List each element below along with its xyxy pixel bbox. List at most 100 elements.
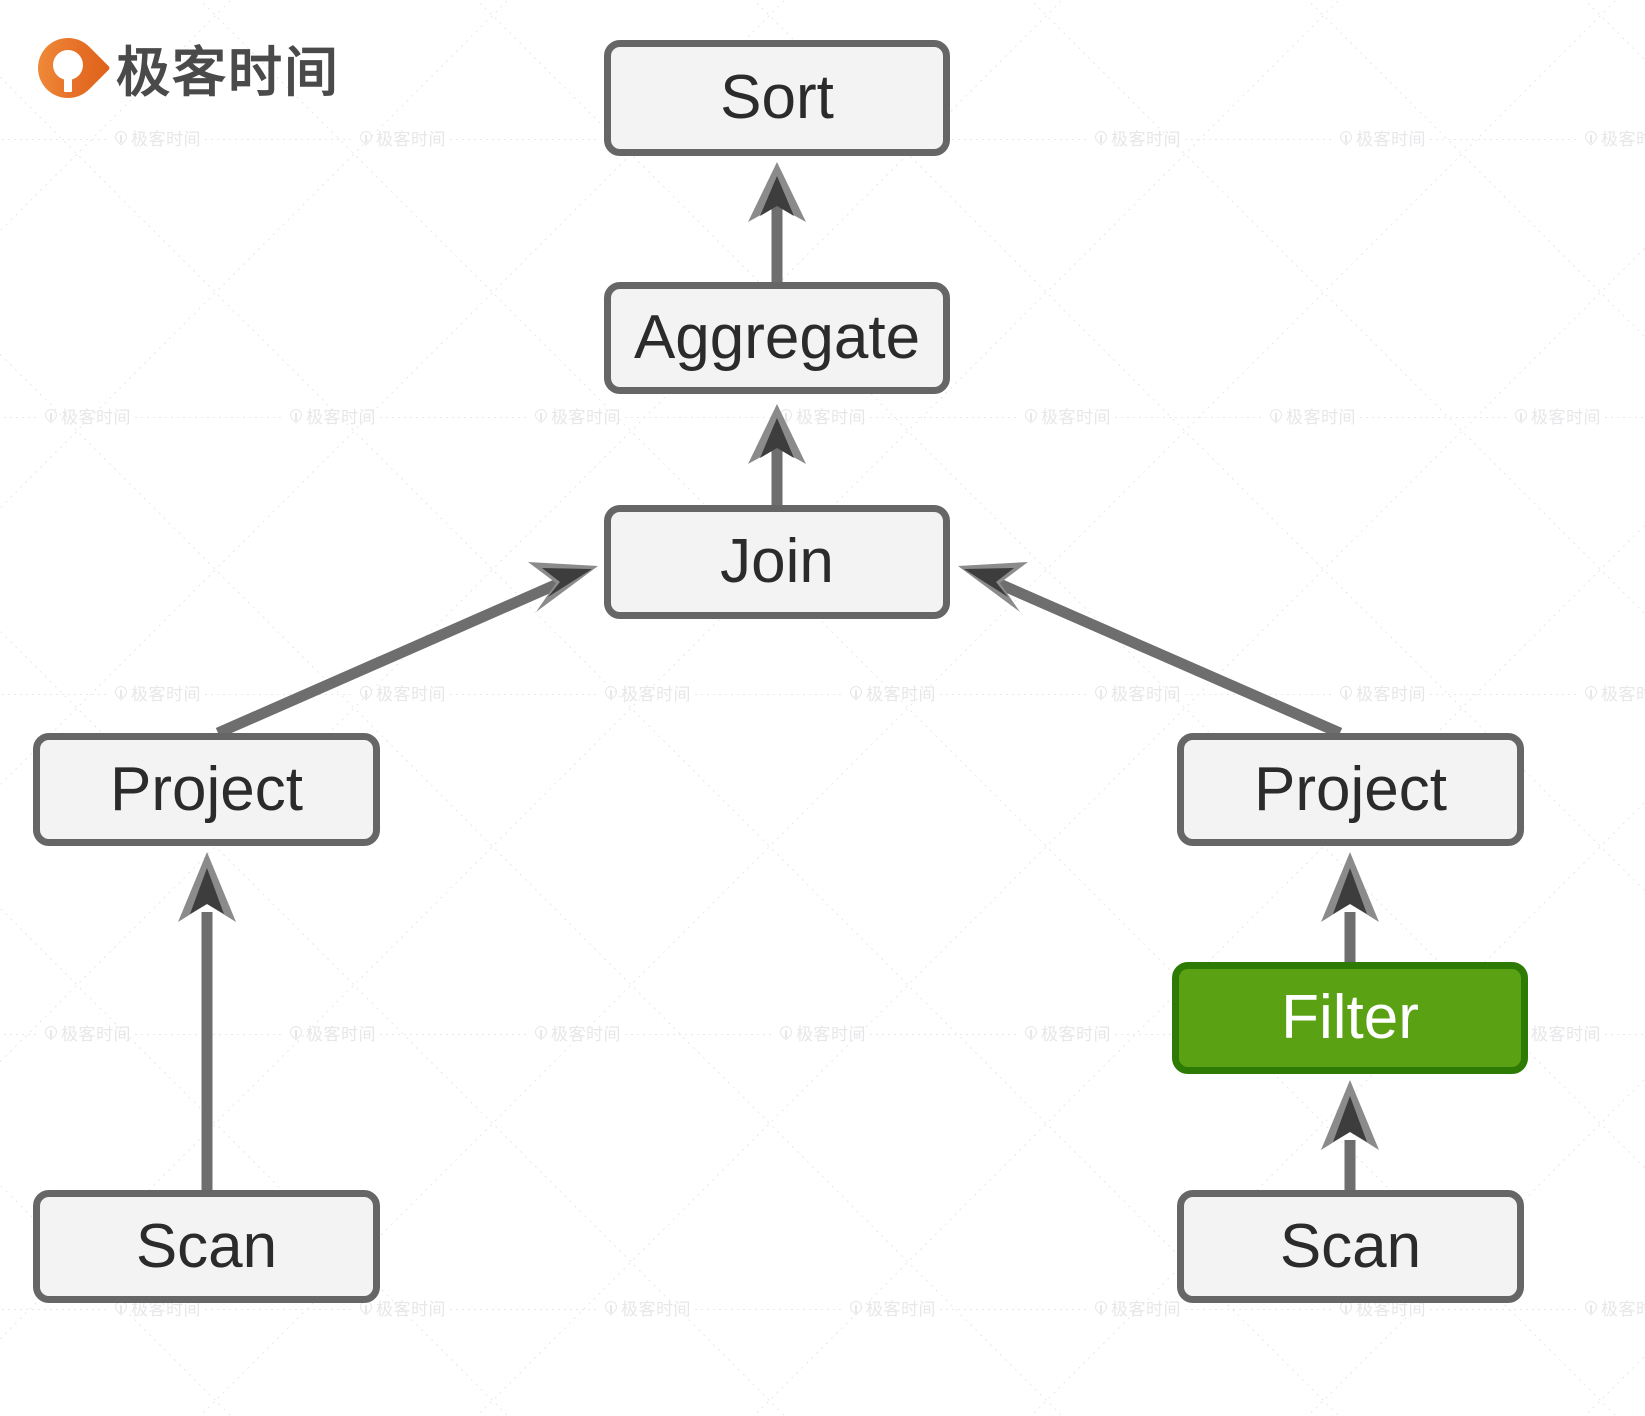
watermark-unit: 极客时间 <box>0 686 205 703</box>
watermark-text: 极客时间 <box>131 684 201 704</box>
watermark-dotted-line <box>1185 693 1335 695</box>
watermark-label: 极客时间 <box>285 409 380 426</box>
watermark-label: 极客时间 <box>600 1301 695 1318</box>
watermark-text: 极客时间 <box>1286 407 1356 427</box>
watermark-dotted-line <box>940 138 1090 140</box>
geektime-mini-logo-icon <box>1339 131 1353 147</box>
watermark-dotted-line <box>1430 693 1580 695</box>
watermark-label: 极客时间 <box>110 686 205 703</box>
watermark-unit: 极客时间 <box>450 686 695 703</box>
watermark-text: 极客时间 <box>796 1024 866 1044</box>
watermark-text: 极客时间 <box>1356 684 1426 704</box>
node-join[interactable]: Join <box>604 505 950 619</box>
node-label: Sort <box>720 63 834 132</box>
brand-logo: 极客时间 <box>25 25 340 111</box>
node-scan-left[interactable]: Scan <box>33 1190 380 1303</box>
watermark-dotted-line <box>0 138 110 140</box>
edge-aggregate-to-sort <box>748 162 806 282</box>
watermark-unit: 极客时间 <box>1430 131 1645 148</box>
watermark-unit: 极客时间 <box>380 409 625 426</box>
watermark-dotted-line <box>0 1308 110 1310</box>
watermark-dotted-line <box>205 693 355 695</box>
watermark-label: 极客时间 <box>530 409 625 426</box>
geektime-mini-logo-icon <box>359 686 373 702</box>
watermark-label: 极客时间 <box>1335 1301 1430 1318</box>
watermark-text: 极客时间 <box>131 1299 201 1319</box>
node-label: Scan <box>1279 1211 1422 1281</box>
watermark-label: 极客时间 <box>1265 409 1360 426</box>
node-label: Scan <box>135 1211 278 1281</box>
geektime-mini-logo-icon <box>1094 1301 1108 1317</box>
brand-name: 极客时间 <box>116 43 340 103</box>
watermark-text: 极客时间 <box>551 1024 621 1044</box>
node-filter[interactable]: Filter <box>1172 962 1528 1074</box>
node-aggregate[interactable]: Aggregate <box>604 282 950 394</box>
watermark-unit: 极客时间 <box>1430 1301 1645 1318</box>
watermark-label: 极客时间 <box>775 1026 870 1043</box>
geektime-mini-logo-icon <box>849 1301 863 1317</box>
watermark-dotted-line <box>940 693 1090 695</box>
node-project-right[interactable]: Project <box>1177 733 1524 846</box>
geektime-mini-logo-icon <box>534 1026 548 1042</box>
watermark-label: 极客时间 <box>285 1026 380 1043</box>
geektime-mini-logo-icon <box>44 409 58 425</box>
geektime-mini-logo-icon <box>359 131 373 147</box>
watermark-dotted-line <box>450 138 600 140</box>
geektime-mini-logo-icon <box>1024 1026 1038 1042</box>
watermark-text: 极客时间 <box>1356 129 1426 149</box>
watermark-unit: 极客时间 <box>1185 131 1430 148</box>
geektime-mini-logo-icon <box>1269 409 1283 425</box>
watermark-dotted-line <box>1115 416 1265 418</box>
watermark-text: 极客时间 <box>1531 407 1601 427</box>
watermark-dotted-line <box>380 1033 530 1035</box>
watermark-unit: 极客时间 <box>695 686 940 703</box>
edge-join-to-aggregate <box>748 404 806 505</box>
geektime-drop-logo-icon <box>25 25 111 111</box>
watermark-label: 极客时间 <box>1580 131 1645 148</box>
node-sort[interactable]: Sort <box>604 40 950 156</box>
geektime-mini-logo-icon <box>1584 1301 1598 1317</box>
watermark-text: 极客时间 <box>551 407 621 427</box>
watermark-dotted-line <box>1605 416 1645 418</box>
watermark-text: 极客时间 <box>131 129 201 149</box>
watermark-unit: 极客时间 <box>1430 686 1645 703</box>
watermark-unit: 极客时间 <box>940 686 1185 703</box>
watermark-label: 极客时间 <box>1090 686 1185 703</box>
watermark-text: 极客时间 <box>621 684 691 704</box>
watermark-dotted-line <box>1430 138 1580 140</box>
watermark-unit: 极客时间 <box>870 1026 1115 1043</box>
watermark-unit: 极客时间 <box>940 131 1185 148</box>
watermark-label: 极客时间 <box>40 1026 135 1043</box>
watermark-unit: 极客时间 <box>205 686 450 703</box>
watermark-text: 极客时间 <box>866 684 936 704</box>
edge-project-left-to-join <box>215 562 598 739</box>
watermark-dotted-line <box>0 1033 40 1035</box>
watermark-unit: 极客时间 <box>625 409 870 426</box>
geektime-mini-logo-icon <box>604 686 618 702</box>
watermark-unit: 极客时间 <box>0 1301 205 1318</box>
watermark-dotted-line <box>135 1033 285 1035</box>
watermark-text: 极客时间 <box>1601 129 1645 149</box>
geektime-mini-logo-icon <box>289 1026 303 1042</box>
geektime-mini-logo-icon <box>779 409 793 425</box>
watermark-text: 极客时间 <box>1531 1024 1601 1044</box>
geektime-mini-logo-icon <box>1094 131 1108 147</box>
watermark-dotted-line <box>380 416 530 418</box>
watermark-unit: 极客时间 <box>380 1026 625 1043</box>
edge-scan-left-to-project-left <box>178 852 236 1190</box>
node-scan-right[interactable]: Scan <box>1177 1190 1524 1303</box>
geektime-mini-logo-icon <box>1094 686 1108 702</box>
node-label: Project <box>1254 754 1447 824</box>
watermark-dotted-line <box>205 138 355 140</box>
node-project-left[interactable]: Project <box>33 733 380 846</box>
watermark-dotted-line <box>940 1308 1090 1310</box>
watermark-dotted-line <box>205 1308 355 1310</box>
geektime-mini-logo-icon <box>604 1301 618 1317</box>
edge-project-right-to-join <box>958 562 1343 739</box>
node-label: Filter <box>1281 983 1419 1052</box>
watermark-text: 极客时间 <box>866 1299 936 1319</box>
watermark-dotted-line <box>695 1308 845 1310</box>
watermark-unit: 极客时间 <box>1360 409 1605 426</box>
